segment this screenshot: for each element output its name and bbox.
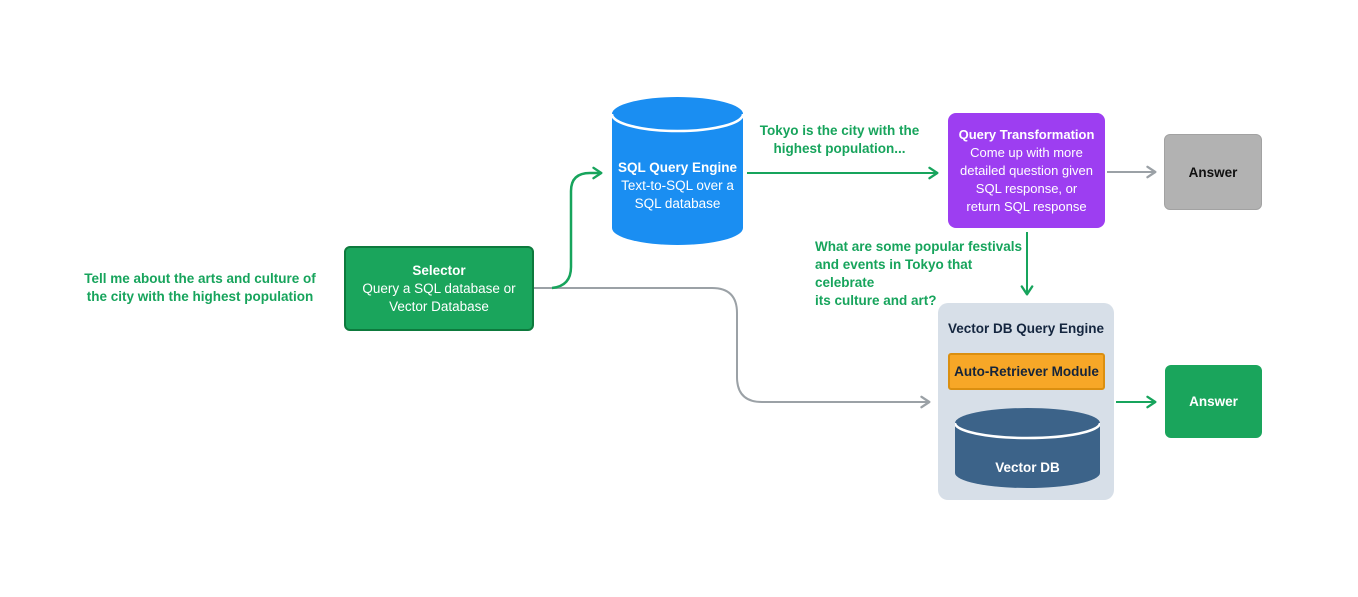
edge-selector-to-sql-engine [551, 166, 603, 290]
query-transformation-node: Query Transformation Come up with more d… [948, 113, 1105, 228]
database-cylinder-icon [610, 97, 745, 246]
auto-retriever-module-label: Auto-Retriever Module [954, 364, 1099, 379]
sql-query-engine-node: SQL Query Engine Text-to-SQL over a SQL … [610, 97, 745, 246]
auto-retriever-module-node: Auto-Retriever Module [948, 353, 1105, 390]
selector-title: Selector [412, 262, 466, 278]
transformed-query-label: What are some popular festivals and even… [815, 239, 1023, 308]
answer-node-top: Answer [1164, 134, 1262, 210]
sql-response-label: Tokyo is the city with the highest popul… [759, 123, 920, 156]
vector-db-label: Vector DB [995, 460, 1060, 475]
vector-db-query-engine-node: Vector DB Query Engine Auto-Retriever Mo… [938, 303, 1114, 500]
database-cylinder-icon [953, 408, 1102, 488]
vector-db-node: Vector DB [953, 408, 1102, 488]
selector-node: Selector Query a SQL database or Vector … [344, 246, 534, 331]
answer-top-label: Answer [1188, 164, 1238, 180]
answer-node-bottom: Answer [1165, 365, 1262, 438]
vector-db-query-engine-title: Vector DB Query Engine [947, 321, 1105, 336]
sql-query-engine-title: SQL Query Engine [617, 160, 738, 175]
query-transformation-title: Query Transformation [958, 126, 1095, 142]
sql-query-engine-text: SQL Query Engine Text-to-SQL over a SQL … [612, 159, 743, 213]
selector-body: Query a SQL database or Vector Database [362, 280, 516, 314]
sql-query-engine-body: Text-to-SQL over a SQL database [621, 178, 734, 211]
input-query-label: Tell me about the arts and culture of th… [84, 271, 316, 304]
answer-bottom-label: Answer [1189, 394, 1238, 409]
query-transformation-body: Come up with more detailed question give… [960, 144, 1093, 214]
